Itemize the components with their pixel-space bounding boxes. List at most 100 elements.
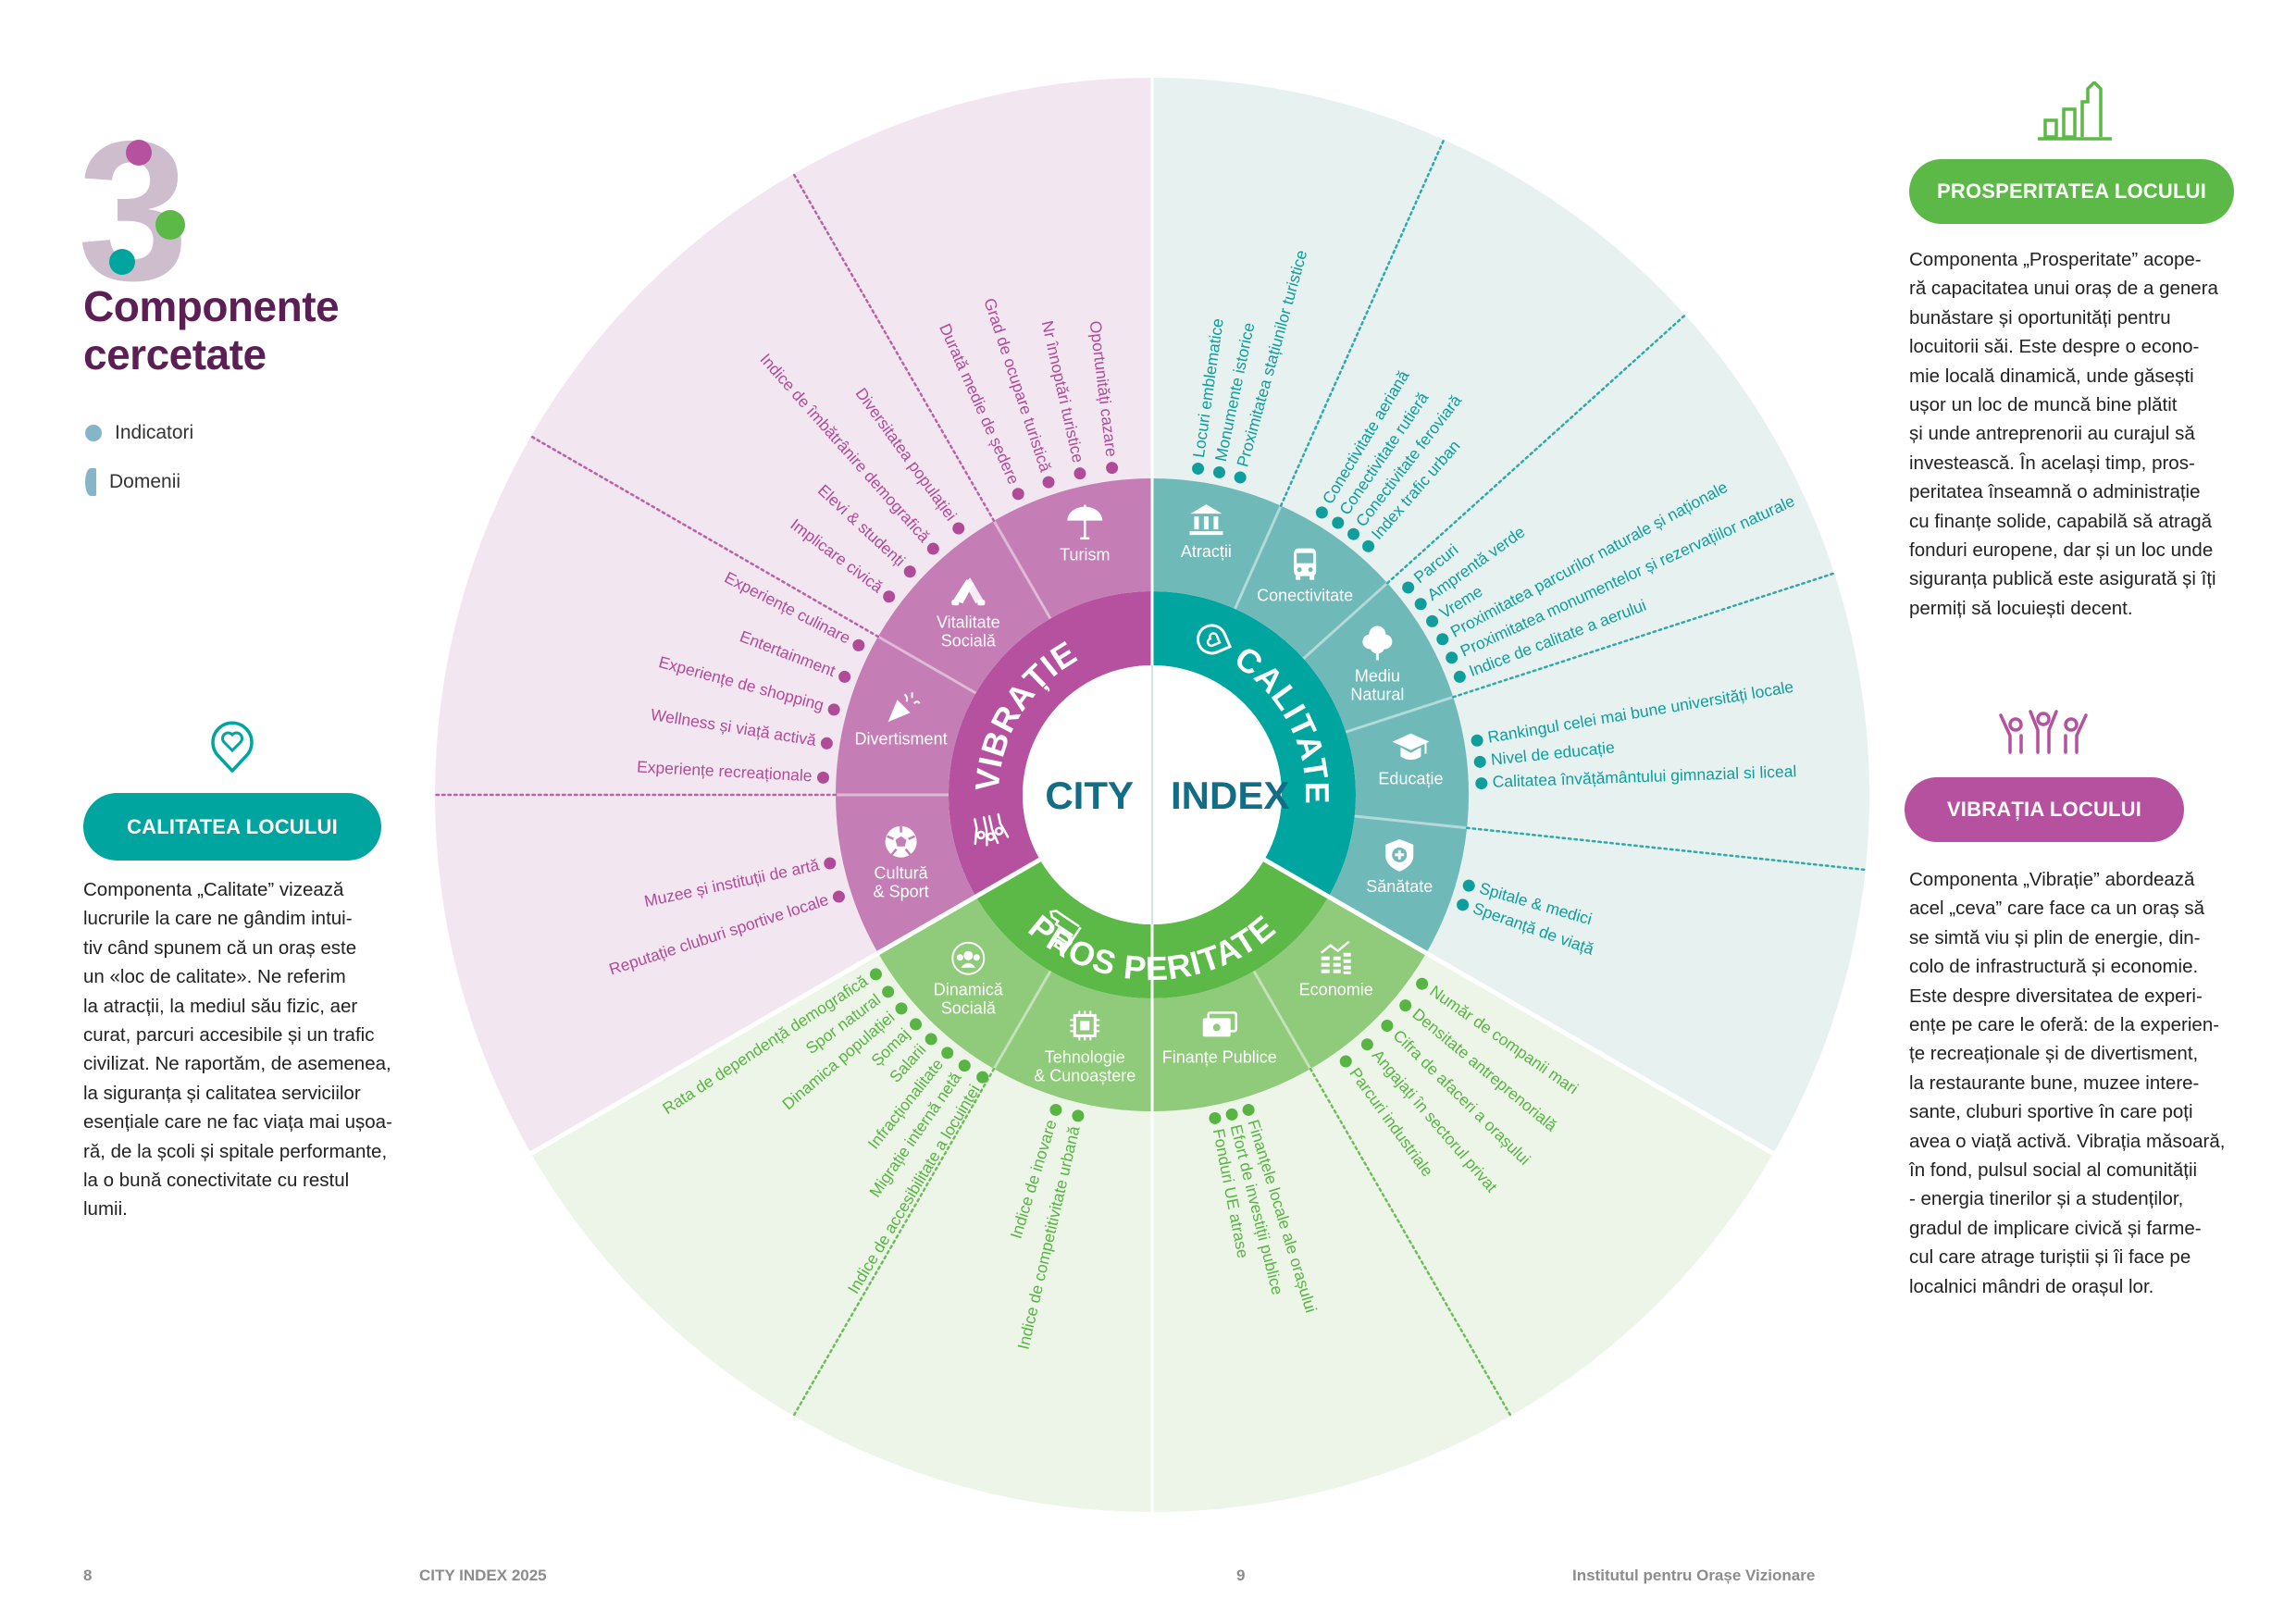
indicator-dot-icon	[1414, 598, 1427, 611]
paragraph-line: bunăstare și oportunități pentru	[1909, 306, 2171, 328]
subdomain-3[interactable]: Educație	[1378, 733, 1443, 788]
subdomain-1[interactable]: Conectivitate	[1257, 548, 1353, 605]
vibratia-locului-pill: VIBRAȚIA LOCULUI	[1905, 777, 2184, 842]
chip-icon	[1070, 1010, 1100, 1041]
subdomain-segment[interactable]	[1254, 897, 1427, 1070]
paragraph-line: colo de infrastructură și economie.	[1909, 956, 2199, 978]
indicator-dot-icon	[852, 638, 865, 651]
subdomain-segment[interactable]	[1346, 697, 1470, 828]
paragraph-line: Este despre diversitatea de experi-	[1909, 985, 2203, 1007]
subdomain-divider	[1252, 970, 1312, 1070]
subdomain-3[interactable]: Turism	[1060, 504, 1110, 564]
legend-label: Domenii	[109, 471, 181, 492]
subdomain-segment[interactable]	[994, 971, 1152, 1111]
paragraph-line: ră capacitatea unui oraș de a genera	[1909, 278, 2218, 300]
publication-name: CITY INDEX 2025	[419, 1567, 547, 1584]
indicator-dot-icon	[1457, 898, 1470, 911]
paragraph-line: - energia tinerilor și a studenților,	[1909, 1188, 2184, 1210]
heart-pin-icon	[211, 721, 254, 773]
subdomain-label: Economie	[1299, 981, 1373, 999]
subdomain-0[interactable]: Atracții	[1181, 504, 1232, 561]
indicator-dot-icon	[1242, 1103, 1255, 1116]
paragraph-line: Componenta „Vibrație” abordează	[1909, 869, 2195, 890]
indicator-dot-icon	[1234, 471, 1247, 484]
indicator-dot-icon	[926, 542, 939, 555]
indicator-dot-icon	[1347, 527, 1360, 540]
paragraph-line: lumii.	[83, 1198, 128, 1220]
indicator-dot-icon	[910, 1018, 923, 1031]
indicator-dot-icon	[1446, 651, 1458, 664]
right-page-number: 9	[1236, 1567, 1246, 1584]
subdomain-label: Tehnologie	[1045, 1047, 1125, 1066]
subdomain-segment[interactable]	[1152, 971, 1310, 1111]
subdomain-1[interactable]: Finanțe Publice	[1162, 1011, 1277, 1066]
paragraph-line: lucrurile la care ne gândim intui-	[83, 908, 353, 930]
indicator-dot-icon	[882, 985, 895, 998]
dotted-divider	[529, 435, 880, 638]
subdomain-label: & Cunoaștere	[1034, 1066, 1136, 1084]
subdomain-label: Vitalitate	[937, 613, 1000, 631]
indicator-dot-icon	[827, 703, 840, 716]
paragraph-line: mie locală dinamică, unde găsești	[1909, 365, 2194, 387]
prosperitatea-locului-pill: PROSPERITATEA LOCULUI	[1909, 159, 2234, 224]
paragraph-line: avea o viață activă. Vibrația măsoară,	[1909, 1130, 2226, 1152]
subdomain-0[interactable]: Economie	[1299, 940, 1373, 999]
indicator-dot-icon	[1315, 506, 1328, 519]
subdomain-segment[interactable]	[877, 520, 1050, 693]
subdomain-label: Atracții	[1181, 542, 1232, 561]
indicator-dot-icon	[1475, 777, 1488, 790]
subdomain-label: Mediu	[1355, 667, 1400, 686]
subdomain-segment[interactable]	[836, 795, 976, 953]
indicator-dot-icon	[816, 771, 829, 784]
center-title-index: INDEX	[1171, 774, 1289, 817]
indicator-dot-icon	[838, 670, 851, 683]
indicator-dot-icon	[1473, 755, 1486, 768]
subdomain-segment[interactable]	[994, 478, 1152, 619]
subdomain-segment[interactable]	[877, 897, 1050, 1070]
subdomain-0[interactable]: Cultură& Sport	[874, 825, 929, 901]
indicator-dot-icon	[1399, 999, 1412, 1012]
subdomain-segment[interactable]	[1328, 815, 1468, 953]
calitate-domain-segment[interactable]	[1152, 591, 1356, 897]
subdomain-divider	[877, 635, 977, 695]
paragraph-line: localnici mândri de orașul lor.	[1909, 1275, 2154, 1297]
ball-icon	[885, 825, 917, 858]
dotted-divider	[1465, 826, 1868, 872]
graduation-cap-icon	[1392, 733, 1430, 761]
prosperitate-description: Componenta „Prosperitate” acope-ră capac…	[1909, 245, 2261, 623]
paragraph-line: esențiale care ne fac viața mai ușoa-	[83, 1111, 392, 1134]
indicator-dot-icon	[1360, 1038, 1373, 1051]
indicator-dot-icon	[1225, 1108, 1238, 1121]
subdomain-label: Sănătate	[1366, 877, 1433, 896]
people-icon	[951, 941, 986, 975]
subdomain-2[interactable]: Tehnologie& Cunoaștere	[1034, 1010, 1136, 1084]
dotted-divider	[1279, 138, 1446, 507]
indicator-dot-icon	[1339, 1055, 1352, 1068]
subdomain-1[interactable]: Divertisment	[855, 692, 948, 748]
indicator-dot-icon	[832, 890, 845, 903]
subdomain-4[interactable]: Sănătate	[1366, 838, 1433, 896]
dotted-divider	[1385, 314, 1687, 585]
indicator-dot-icon	[1072, 1109, 1085, 1122]
subdomain-segment[interactable]	[1235, 505, 1388, 659]
title-line-2: cercetate	[83, 330, 267, 378]
domain-segment-icon	[85, 468, 96, 496]
paragraph-line: curat, parcuri accesibile și un trafic	[83, 1024, 375, 1047]
subdomain-label: Cultură	[875, 864, 929, 883]
indicator-dot-icon	[1402, 581, 1415, 594]
cheering-people-icon	[974, 812, 1010, 847]
indicator-dot-icon	[1453, 670, 1466, 683]
legend-label: Indicatori	[115, 422, 194, 443]
subdomain-segment[interactable]	[836, 637, 976, 795]
calitatea-locului-pill: CALITATEA LOCULUI	[83, 793, 381, 861]
indicator-dot-icon	[85, 425, 102, 441]
paragraph-line: cul care atrage turiștii și îi face pe	[1909, 1246, 2191, 1269]
subdomain-segment[interactable]	[1152, 478, 1282, 610]
paragraph-line: siguranța publică este asigurată și îți	[1909, 568, 2216, 590]
paragraph-line: investească. În același timp, pros-	[1909, 452, 2195, 474]
legend-indicators: Indicatori	[85, 422, 193, 444]
